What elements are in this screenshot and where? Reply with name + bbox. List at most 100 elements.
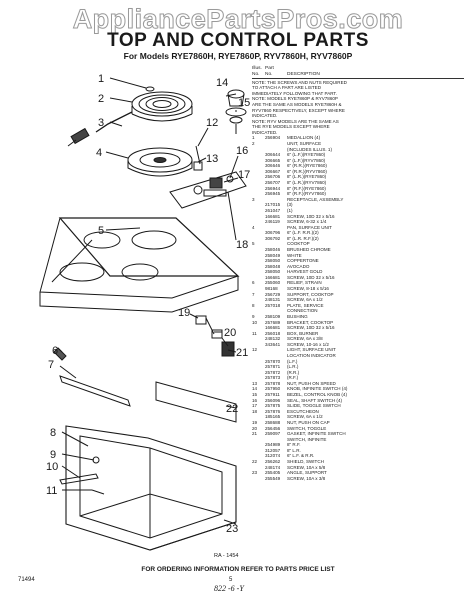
- drawing-reference: RA - 1454: [214, 553, 239, 559]
- part-no: 306665: [265, 157, 281, 163]
- description: BOX, BURNER: [287, 330, 319, 336]
- part-no: 258046: [265, 247, 281, 252]
- description: COPPERTONE: [287, 258, 319, 264]
- part-no: 257911: [265, 392, 280, 398]
- part-no: 306792: [265, 235, 281, 241]
- part-no: 257873: [265, 375, 281, 381]
- part-no: 258050: [265, 258, 281, 264]
- table-row: 258048 AVOCADO: [252, 264, 464, 270]
- description: ESCUTCHEON: [287, 408, 319, 414]
- callout-14: 14: [216, 77, 228, 89]
- header-part: Part: [265, 66, 274, 71]
- callout-19: 19: [178, 307, 190, 319]
- callout-7: 7: [48, 359, 54, 371]
- description: 8" (R.F.)(RYE7860): [287, 185, 326, 191]
- header-illus: Illus.: [252, 66, 262, 71]
- part-no: 246119: [265, 219, 280, 225]
- switch-shield: [155, 381, 237, 423]
- part-no: 257876: [265, 408, 281, 414]
- page-title: TOP AND CONTROL PARTS: [107, 30, 369, 51]
- description: (3): [287, 202, 293, 208]
- illus-no: 14: [252, 386, 258, 392]
- cooktop-support: [59, 375, 131, 407]
- description: BEZEL, CONTROL KNOB (4): [287, 392, 347, 398]
- illus-no: 7: [252, 291, 255, 297]
- description: SCREW, 10D 32 x 5/16: [287, 325, 335, 331]
- table-row: (INCLUDES ILLUS. 1): [252, 147, 464, 153]
- part-no: 257871: [265, 364, 281, 370]
- drip-pan: [127, 147, 193, 177]
- description: 6" (L.F.)(RYE7860): [287, 152, 326, 158]
- note-line: THE RYE MODELS EXCEPT WHERE: [252, 124, 330, 130]
- callout-3: 3: [98, 117, 104, 129]
- description: RECEPTACLE, ASSEMBLY: [287, 196, 344, 202]
- table-row: 306665 6" (L.F.)(RYV7860): [252, 158, 464, 164]
- part-no: 166681: [265, 325, 281, 331]
- description: AVOCADO: [287, 263, 310, 269]
- description: 6" (L.F.)(RYV7860): [287, 157, 326, 163]
- illus-no: 6: [252, 280, 255, 286]
- description: (1): [287, 207, 293, 213]
- description: 8" (L.R. R.F.)(2): [287, 235, 319, 241]
- callout-11: 11: [46, 485, 57, 497]
- description: SCREW, 6A x 1/2: [287, 297, 323, 303]
- part-no: 343641: [265, 341, 281, 347]
- parts-list: Illus. Part No. No. DESCRIPTION NOTE: TH…: [252, 66, 464, 481]
- description: BUSHING: [287, 313, 308, 319]
- illus-no: 4: [252, 224, 255, 230]
- table-row: 258050 COPPERTONE: [252, 258, 464, 264]
- page-subtitle: For Models RYE7860H, RYE7860P, RYV7860H,…: [123, 51, 353, 61]
- callout-12: 12: [206, 117, 218, 129]
- part-no: 257950: [265, 386, 281, 392]
- part-no: 306646: [265, 163, 281, 169]
- callout-6: 6: [52, 345, 58, 357]
- part-no: 257878: [265, 380, 281, 386]
- part-no: 256944: [265, 185, 281, 191]
- illus-no: 23: [252, 470, 258, 476]
- description: COOKTOP: [287, 241, 310, 247]
- part-no: 258048: [265, 263, 281, 269]
- part-no: 254989: [265, 442, 281, 448]
- part-no: 255549: [265, 475, 281, 481]
- part-no: 257872: [265, 369, 281, 375]
- description: 6" (L.F. R.R.)(2): [287, 230, 319, 236]
- header-no-2: No.: [265, 71, 273, 77]
- part-no: 255405: [265, 470, 281, 476]
- note-line: IMMEDIATELY FOLLOWING THAT PART.: [252, 90, 337, 96]
- table-row: LOCATION INDICATOR: [252, 353, 464, 359]
- illus-no: 16: [252, 397, 258, 403]
- note-line: INDICATED.: [252, 113, 278, 119]
- part-no: 257870: [265, 358, 281, 364]
- part-no: 306644: [265, 152, 281, 158]
- strain-relief: [53, 347, 67, 361]
- part-no: 256018: [265, 330, 281, 336]
- part-no: 166681: [265, 213, 281, 219]
- description: UNIT, SURFACE: [287, 141, 322, 147]
- surface-element: [131, 91, 193, 122]
- callout-17: 17: [238, 169, 250, 181]
- description: 6" L.F. & R.R.: [287, 453, 315, 459]
- description: (R.F.): [287, 375, 299, 381]
- table-row: 166681 SCREW, 10D 32 x 5/16: [252, 325, 464, 331]
- description: (L.F.): [287, 358, 298, 364]
